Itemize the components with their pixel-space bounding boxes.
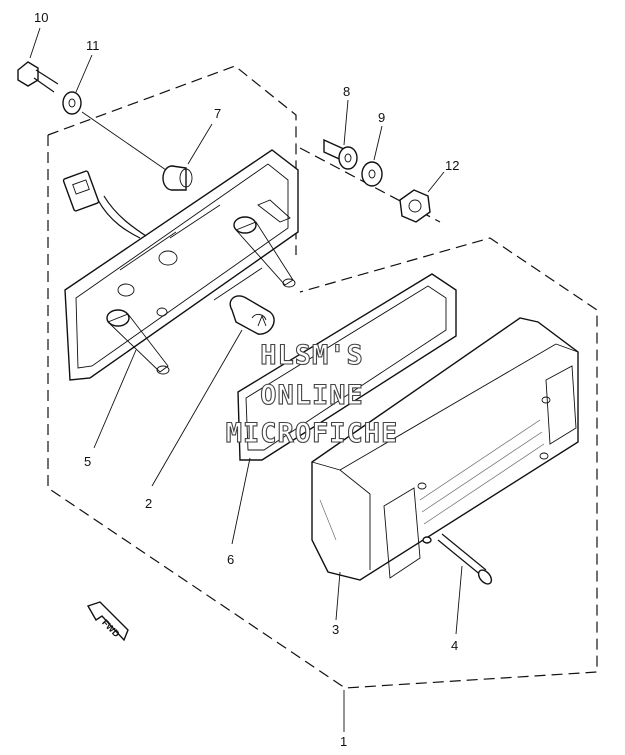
washer-part-11 (62, 91, 82, 115)
callout-5: 5 (84, 454, 91, 469)
wire-harness-connector (62, 170, 147, 239)
callout-12: 12 (445, 158, 459, 173)
callout-2: 2 (145, 496, 152, 511)
lens-part-3 (311, 317, 579, 581)
watermark-line-1: HLSM'S (260, 340, 364, 371)
watermark-line-2: ONLINE (260, 380, 364, 411)
callout-9: 9 (378, 110, 385, 125)
leader-lines (29, 27, 463, 732)
watermark-line-3: MICROFICHE (226, 418, 399, 449)
bulb-part-2 (229, 295, 275, 335)
grommet-part-7 (162, 165, 193, 191)
callout-6: 6 (227, 552, 234, 567)
callout-7: 7 (214, 106, 221, 121)
screw-part-4 (437, 533, 493, 585)
washer-part-9 (361, 161, 383, 187)
nut-part-12 (399, 189, 431, 223)
callout-10: 10 (34, 10, 48, 25)
callout-8: 8 (343, 84, 350, 99)
lamp-base-housing (64, 149, 299, 381)
watermark: HLSM'S ONLINE MICROFICHE (225, 339, 399, 449)
callout-1: 1 (340, 734, 347, 749)
callout-11: 11 (86, 38, 100, 53)
fwd-direction-arrow: FWD (86, 601, 129, 642)
bolt-part-10 (17, 61, 59, 93)
callout-numbers: 1 2 3 4 5 6 7 8 9 10 11 12 (34, 10, 459, 749)
callout-4: 4 (451, 638, 458, 653)
collar-part-8 (323, 138, 358, 170)
gasket-part-6 (237, 273, 457, 461)
callout-3: 3 (332, 622, 339, 637)
